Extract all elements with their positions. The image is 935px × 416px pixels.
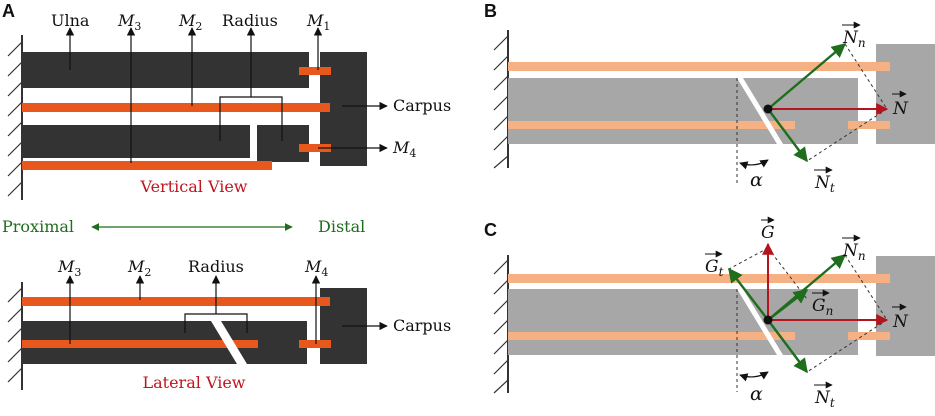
label-carpus-vertical: Carpus [393,96,451,115]
label-gt-c: Gt [705,250,724,279]
svg-text:Gn: Gn [812,296,833,318]
m4-rod-lateral [299,340,331,348]
wall-hatch [493,35,509,169]
label-gn-c: Gn [812,289,833,318]
svg-text:N: N [892,312,909,332]
force-nt-arrow [767,319,808,374]
contact-point [763,104,773,114]
panel-b: B Nn N [484,1,935,195]
panel-c-letter: C [484,220,497,240]
svg-text:N: N [892,99,909,119]
alpha-arc [739,371,769,382]
svg-text:Nn: Nn [842,241,866,263]
svg-text:Nt: Nt [814,173,835,195]
label-g-c: G [761,216,775,243]
lower-rod-right [848,121,890,129]
label-m3-lateral: M3 [57,257,81,279]
force-nn-arrow [767,43,847,110]
carpus-block [876,256,935,356]
panel-c: C G [484,216,935,410]
upper-rod [508,274,890,283]
svg-text:Gt: Gt [705,257,724,279]
vertical-view-title: Vertical View [139,177,247,196]
lower-rod-right [848,332,890,340]
fracture-line [737,78,783,144]
panel-a: A [2,1,451,392]
label-radius-lateral: Radius [188,257,244,276]
lower-rod-left [508,121,795,129]
m2-rod [22,103,330,112]
proximal-distal-axis: Proximal Distal [2,217,365,236]
label-ulna: Ulna [51,11,90,30]
wall-hatch [7,41,23,197]
label-proximal: Proximal [2,217,74,236]
radius-segment [257,125,309,162]
panel-a-letter: A [2,1,15,21]
alpha-arc [739,159,769,170]
label-nt-b: Nt [814,166,835,195]
force-gt-arrow [728,267,769,321]
label-nt-c: Nt [814,381,835,410]
svg-text:Nt: Nt [814,388,835,410]
label-nn-b: Nn [842,21,866,50]
m3-rod [22,161,272,170]
ulna-bone [22,52,309,88]
upper-rod [508,62,890,71]
label-n-c: N [892,303,909,332]
m1-rod [299,67,331,75]
label-m4-vertical: M4 [392,138,416,160]
panel-b-letter: B [484,1,497,21]
contact-point [763,315,773,325]
m2-rod-lateral [22,297,330,306]
lateral-view-diagram: M3 M2 Radius M4 Carpus Lateral View [7,257,451,392]
fracture-line [737,289,783,355]
force-nt-arrow [767,108,808,163]
m4-rod [299,144,331,152]
label-m2-vertical: M2 [178,11,202,33]
label-radius-vertical: Radius [222,11,278,30]
label-n-b: N [892,90,909,119]
leader-lines-lateral [65,275,388,344]
label-m3-vertical: M3 [117,11,141,33]
m3-rod-lateral [22,340,258,348]
label-alpha-b: α [750,169,763,191]
wall-hatch [7,287,23,383]
bone-shaft [508,289,858,355]
lower-rod-left [508,332,795,340]
svg-text:G: G [761,223,775,243]
dashed-guides [736,43,888,184]
label-alpha-c: α [750,383,763,405]
label-carpus-lateral: Carpus [393,316,451,335]
radius-fracture-gap [211,321,247,364]
label-m2-lateral: M2 [127,257,151,279]
label-m4-lateral: M4 [304,257,328,279]
leader-lines [65,27,388,163]
lateral-view-title: Lateral View [142,373,245,392]
m3-bone [22,125,250,158]
svg-text:Nn: Nn [842,28,866,50]
wall-hatch [493,259,509,394]
label-distal: Distal [318,217,365,236]
label-nn-c: Nn [842,234,866,263]
force-gn-arrow [767,289,809,321]
label-m1: M1 [306,11,330,33]
bone-shaft [508,78,858,144]
vertical-view-diagram: Ulna M3 M2 Radius M1 Carpus M4 Vertical … [7,11,451,200]
